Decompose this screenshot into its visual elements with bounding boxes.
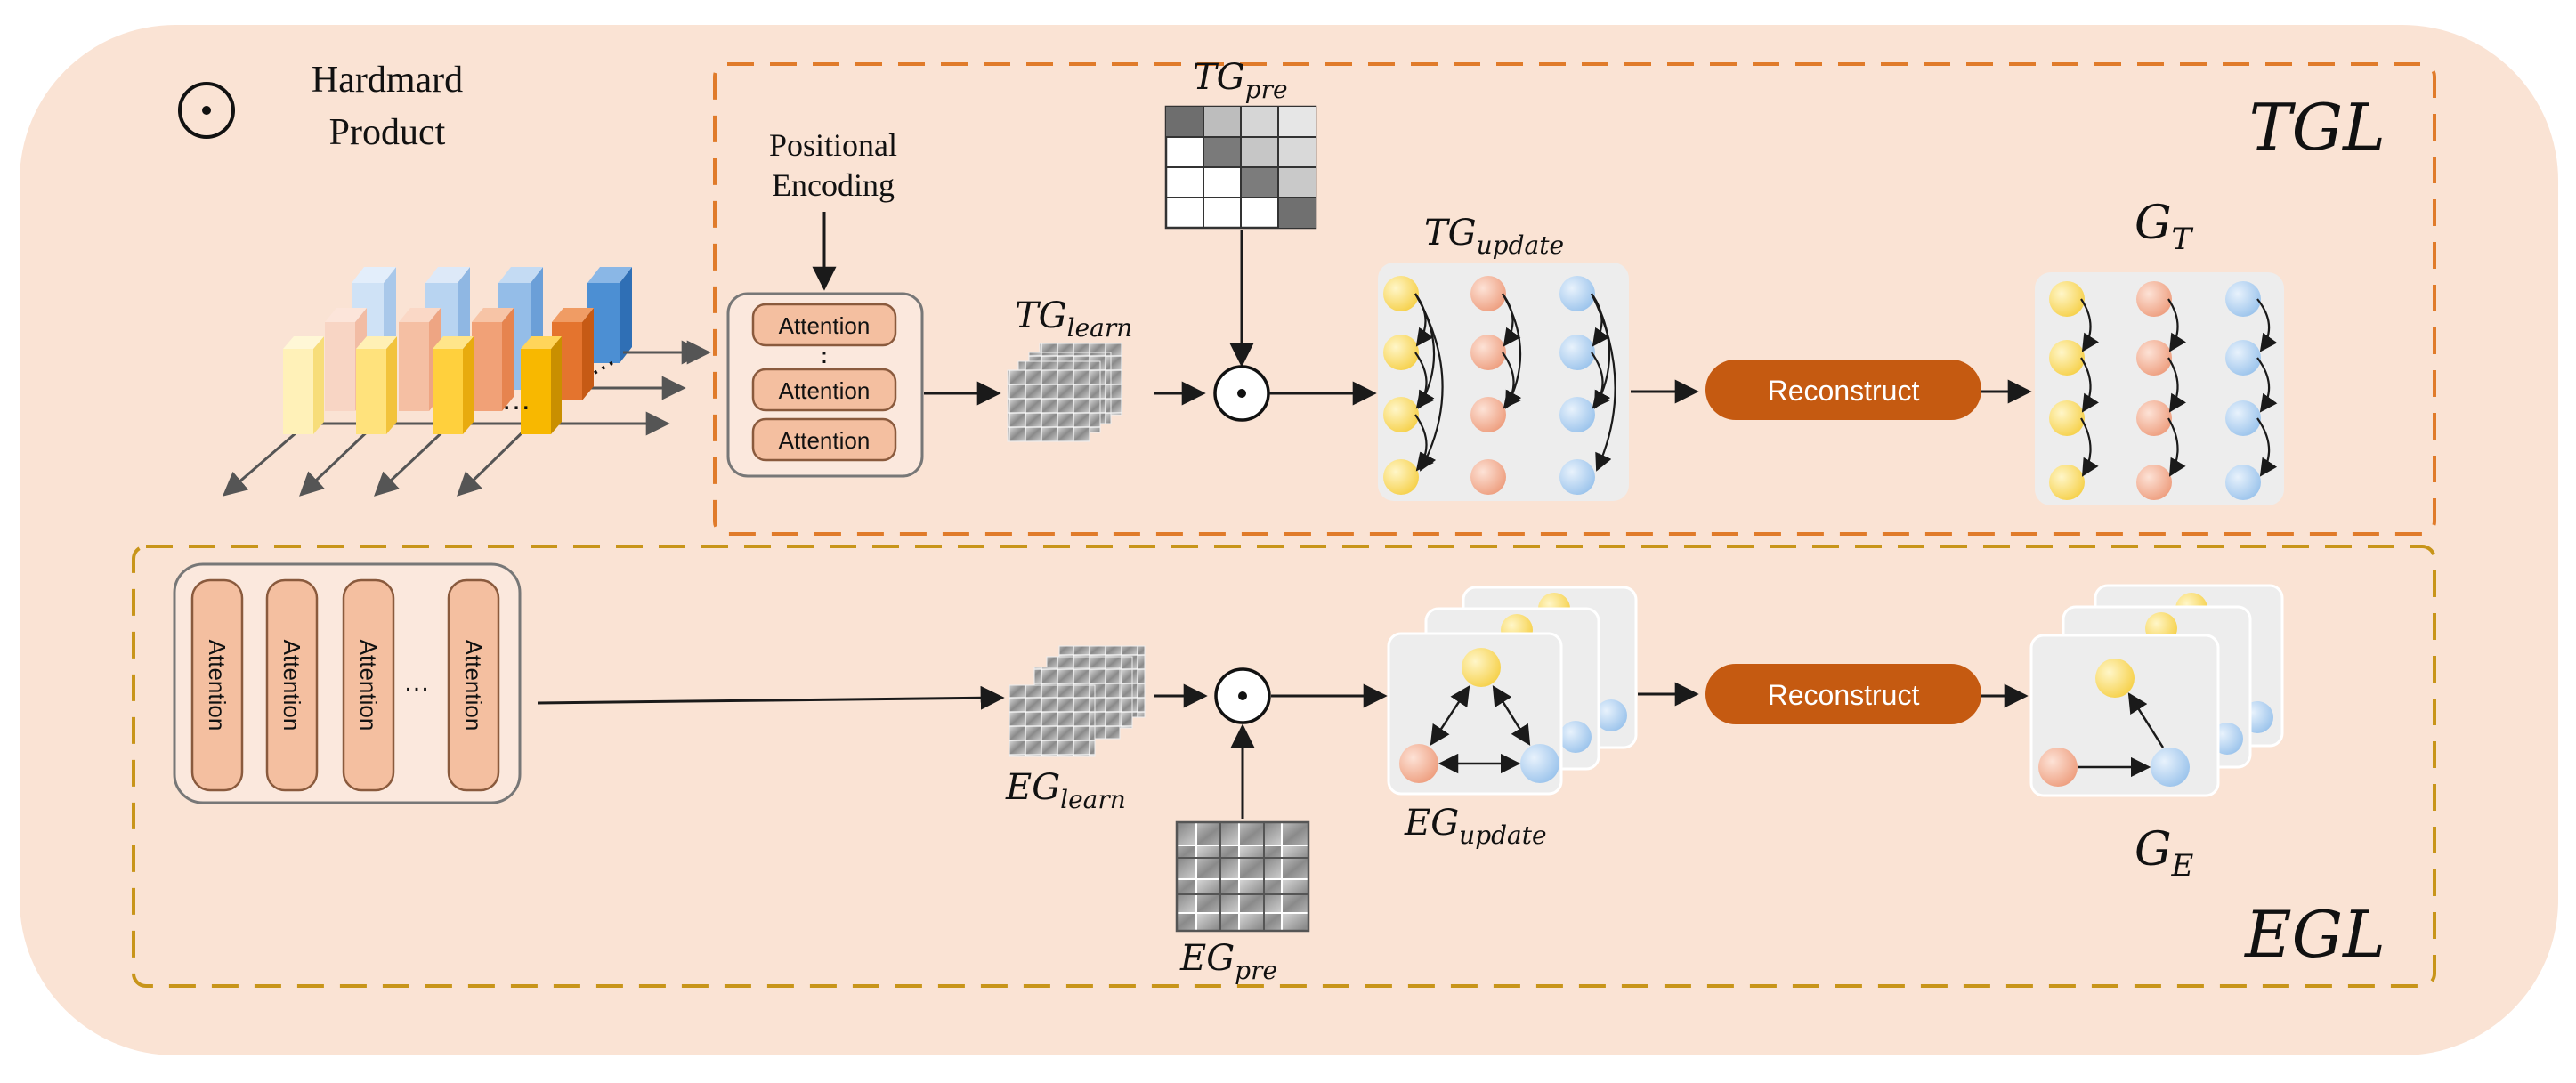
svg-text:Attention: Attention [779,427,871,454]
svg-text:Attention: Attention [779,377,871,404]
eg-learn-matrix-stack [1009,645,1146,757]
svg-text:Attention: Attention [279,640,305,731]
eg-pre-matrix [1175,820,1310,933]
svg-text:Reconstruct: Reconstruct [1768,375,1920,407]
svg-text:Reconstruct: Reconstruct [1768,679,1920,711]
tgl-attention-block-2: Attention [751,368,897,412]
eg-update-label: EGupdate [1404,803,1547,850]
egl-section-box [132,545,2436,988]
egl-attention-block-2: Attention [265,578,319,792]
legend-line2: Product [329,112,446,153]
g-t-graph [2035,272,2284,505]
eg-pre-label: EGpre [1179,938,1277,985]
tgl-attention-block-1: Attention [751,303,897,347]
legend: Hardmard Product [178,60,463,153]
svg-text:Attention: Attention [779,312,871,339]
tg-pre-label: TGpre [1193,57,1288,104]
input-dots: … [501,383,531,416]
tg-learn-matrix-stack [1007,343,1122,442]
legend-line1: Hardmard [312,60,463,101]
tg-update-label: TGupdate [1424,213,1564,260]
tgl-reconstruct-block: Reconstruct [1705,360,1981,420]
positional-encoding-line2: Encoding [772,167,895,203]
outer-background [20,25,2558,1055]
egl-reconstruct-block: Reconstruct [1705,664,1981,724]
egl-label: EGL [2243,897,2386,972]
egl-attention-block-1: Attention [190,578,244,792]
svg-text:Attention: Attention [460,640,487,731]
tgl-label: TGL [2249,90,2386,165]
input-feature-blocks: … ⋯ [222,267,706,497]
eg-update-graph-stack [1387,586,1638,796]
g-e-label: GE [2135,823,2194,884]
tgl-attention-block-3: Attention [751,417,897,462]
tg-update-graph [1378,263,1629,501]
hadamard-symbol-icon [178,82,235,139]
tgl-section-box [713,62,2436,536]
svg-text:Attention: Attention [204,640,231,731]
eg-learn-label: EGlearn [1005,767,1126,814]
positional-encoding-line1: Positional [769,127,897,163]
egl-attention-dots: … [403,667,430,697]
egl-attention-block-4: Attention [447,578,500,792]
tg-pre-matrix [1164,105,1317,230]
tg-learn-label: TGlearn [1015,295,1132,343]
g-e-graph-stack [2029,584,2284,797]
egl-attention-block-3: Attention [342,578,395,792]
g-t-label: GT [2135,197,2194,257]
svg-text:Attention: Attention [355,640,382,731]
